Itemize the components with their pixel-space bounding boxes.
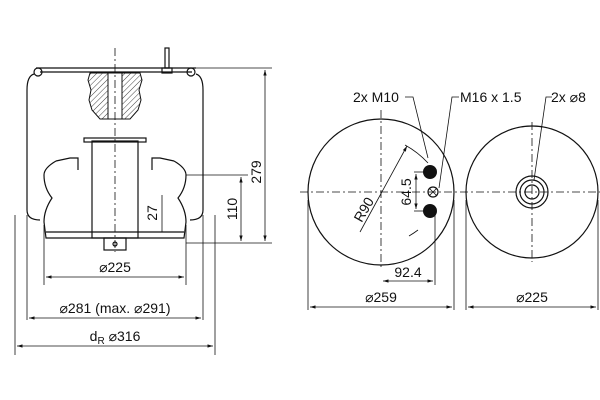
label-holes: 2x ⌀8 — [551, 89, 586, 105]
dim-offset: 27 — [144, 205, 160, 221]
dim-bolt-spacing: 64.5 — [398, 178, 414, 205]
dim-piston-view-diameter: ⌀225 — [516, 289, 548, 305]
dim-plate-diameter: ⌀259 — [365, 289, 397, 305]
bellows — [26, 73, 204, 221]
dim-bellows-diameter: ⌀281 (max. ⌀291) — [59, 300, 170, 316]
top-plate — [33, 47, 196, 77]
dim-rolling-diameter: dR ⌀316 — [90, 328, 141, 347]
dim-height-total: 279 — [248, 160, 264, 184]
dim-piston-diameter: ⌀225 — [99, 259, 131, 275]
label-bolts: 2x M10 — [353, 89, 399, 105]
dim-radius: R90 — [350, 194, 377, 224]
bolt-hole — [423, 165, 437, 179]
dim-height-piston: 110 — [224, 198, 240, 221]
side-view: 279 110 27 ⌀225 ⌀281 (max. ⌀291) dR ⌀316 — [14, 47, 272, 355]
bolt-hole — [423, 204, 437, 218]
label-air-inlet: M16 x 1.5 — [460, 89, 522, 105]
piston-bottom-view: 2x ⌀8 ⌀225 — [460, 89, 600, 310]
top-plate-view: R90 64.5 92.4 ⌀259 2x M10 M16 x 1.5 — [300, 89, 522, 310]
dim-bolt-offset: 92.4 — [394, 264, 421, 280]
air-inlet-icon — [427, 186, 439, 198]
